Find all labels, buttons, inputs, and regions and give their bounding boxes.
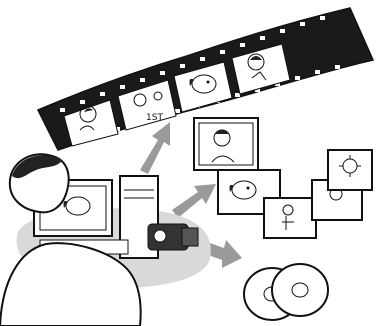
arrow-icon [140, 122, 170, 174]
arrow-icon [172, 184, 216, 218]
camcorder-icon [148, 224, 198, 250]
photo-print [194, 118, 258, 170]
photo-print [264, 198, 316, 238]
optical-disc-icon [244, 264, 328, 320]
svg-text:1ST: 1ST [146, 113, 163, 123]
photo-print [328, 150, 372, 190]
photo-prints-icon [194, 118, 372, 238]
